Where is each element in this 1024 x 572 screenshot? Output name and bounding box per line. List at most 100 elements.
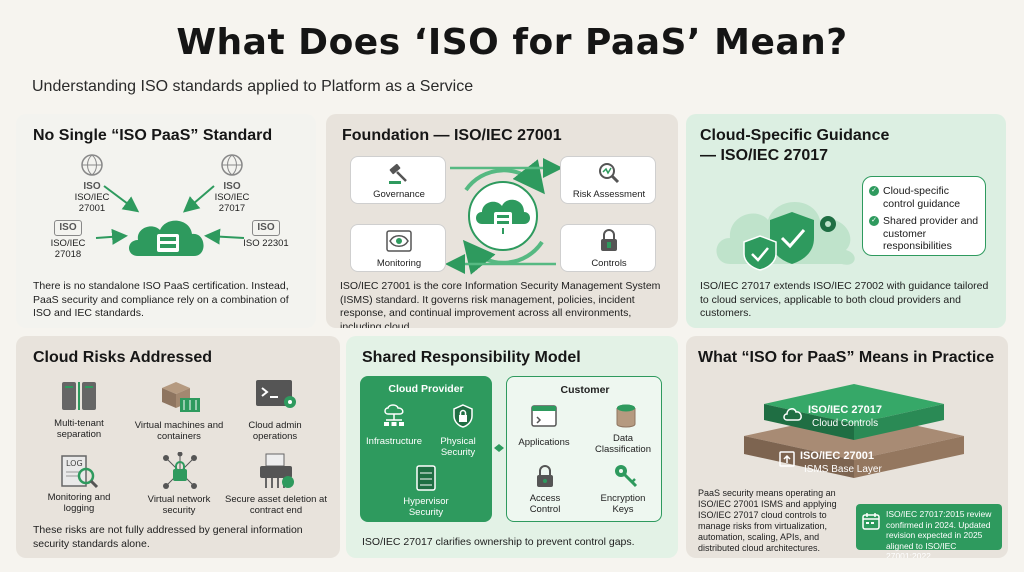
panel-heading: What “ISO for PaaS” Means in Practice <box>698 349 995 366</box>
provider-title: Cloud Provider <box>388 383 464 395</box>
risk-label: Secure asset deletion at contract end <box>225 494 327 516</box>
check-item: ✓ Cloud-specific control guidance <box>869 185 981 210</box>
infrastructure-icon <box>384 404 404 426</box>
app-window-icon <box>531 405 557 427</box>
bottom-layer-title: ISO/IEC 27001 <box>800 450 874 462</box>
revision-note: ISO/IEC 27017:2015 review confirmed in 2… <box>856 504 1002 558</box>
check-label: Cloud-specific control guidance <box>883 185 961 210</box>
cloud-gear-icon <box>783 408 802 421</box>
shield-lock-icon <box>453 404 473 428</box>
badge-label: ISO 22301 <box>243 238 289 249</box>
gavel-icon <box>389 163 407 184</box>
panel-description: These risks are not fully addressed by g… <box>33 524 303 550</box>
provider-item: Physical Security <box>440 436 476 458</box>
controls-label: Controls <box>591 258 627 269</box>
cloud-provider-box: Cloud Provider Infrastructure Physical S… <box>360 376 492 522</box>
iso-27001-badge: ISO ISO/IEC 27001 <box>66 154 118 214</box>
panel-description: ISO/IEC 27017 clarifies ownership to pre… <box>362 536 635 548</box>
layer-stack-graphic <box>744 384 964 478</box>
top-layer-title: ISO/IEC 27017 <box>808 404 882 416</box>
badge-iso-text: ISO <box>223 181 241 192</box>
risk-assessment-label: Risk Assessment <box>572 189 646 200</box>
panel-description: PaaS security means operating an ISO/IEC… <box>698 488 837 553</box>
iso-27017-badge: ISO ISO/IEC 27017 <box>206 154 258 214</box>
admin-terminal-icon <box>256 380 296 408</box>
iso-box-icon: ISO <box>54 220 82 236</box>
eye-icon <box>386 230 412 252</box>
check-item: ✓ Shared provider and customer responsib… <box>869 215 981 253</box>
document-upload-icon <box>779 451 795 467</box>
iso-22301-badge: ISO ISO 22301 <box>238 220 294 249</box>
iso-27018-badge: ISO ISO/IEC 27018 <box>42 220 94 260</box>
panel-heading: Foundation — ISO/IEC 27001 <box>342 127 562 144</box>
governance-label: Governance <box>373 189 425 200</box>
hypervisor-server-icon <box>416 465 436 491</box>
provider-item: Hypervisor Security <box>403 496 449 518</box>
continual-improvement-cycle <box>446 158 560 275</box>
badge-label: ISO/IEC 27017 <box>214 192 250 214</box>
network-lock-icon <box>163 452 197 489</box>
cloud-server-icon <box>129 220 204 256</box>
panel-foundation-27001: Foundation — ISO/IEC 27001 Governance Ri… <box>326 114 678 328</box>
calendar-icon <box>862 513 880 530</box>
iso-logo-icon <box>81 154 103 176</box>
padlock-icon <box>537 465 553 487</box>
check-label: Shared provider and customer responsibil… <box>883 215 979 252</box>
checklist-bubble: ✓ Cloud-specific control guidance ✓ Shar… <box>862 176 986 256</box>
panel-description: ISO/IEC 27017 extends ISO/IEC 27002 with… <box>700 280 989 319</box>
page-subtitle: Understanding ISO standards applied to P… <box>32 78 474 95</box>
magnifier-chart-icon <box>599 163 620 184</box>
badge-iso-text: ISO <box>257 222 275 233</box>
cloud-shield-icon <box>716 202 855 271</box>
iso-logo-icon <box>221 154 243 176</box>
monitoring-label: Monitoring <box>376 258 422 269</box>
panel-description: There is no standalone ISO PaaS certific… <box>33 280 289 319</box>
risk-label: Multi-tenant separation <box>54 418 104 440</box>
customer-title: Customer <box>560 384 610 396</box>
customer-item: Access Control <box>529 493 561 515</box>
bottom-layer-subtitle: ISMS Base Layer <box>804 464 882 475</box>
risk-label: Virtual network security <box>147 494 211 516</box>
customer-item: Applications <box>518 437 570 448</box>
panel-no-single-standard: No Single “ISO PaaS” Standard ISO ISO/IE… <box>16 114 316 328</box>
risk-label: Cloud admin operations <box>248 420 302 442</box>
iso-box-icon: ISO <box>252 220 280 236</box>
badge-label: ISO/IEC 27001 <box>74 192 110 214</box>
divider-arrows <box>494 444 504 452</box>
provider-item: Infrastructure <box>366 436 422 447</box>
panel-iso-paas-practice: What “ISO for PaaS” Means in Practice IS… <box>686 336 1008 558</box>
risk-label: Monitoring and logging <box>47 492 111 514</box>
check-icon: ✓ <box>869 186 879 196</box>
server-racks-icon <box>62 382 96 410</box>
customer-box: Customer Applications Data Classificatio… <box>506 376 662 522</box>
revision-note-text: ISO/IEC 27017:2015 review confirmed in 2… <box>886 509 992 558</box>
panel-heading-line2: — ISO/IEC 27017 <box>700 147 829 164</box>
panel-shared-responsibility: Shared Responsibility Model Cloud Provid… <box>346 336 678 558</box>
panel-heading: Cloud Risks Addressed <box>33 349 213 366</box>
shredder-icon <box>260 453 294 488</box>
page-title: What Does ‘ISO for PaaS’ Mean? <box>176 22 848 63</box>
governance-card: Governance <box>350 156 446 204</box>
customer-item: Encryption Keys <box>600 493 646 515</box>
panel-heading: No Single “ISO PaaS” Standard <box>33 127 273 144</box>
badge-iso-text: ISO <box>83 181 101 192</box>
badge-label: ISO/IEC 27018 <box>50 238 86 260</box>
key-icon <box>615 465 638 488</box>
panel-heading-line1: Cloud-Specific Guidance <box>700 127 890 144</box>
panel-cloud-risks: Cloud Risks Addressed Multi-tenant separ… <box>16 336 340 558</box>
customer-item: Data Classification <box>595 433 651 455</box>
badge-iso-text: ISO <box>59 222 77 233</box>
risk-assessment-card: Risk Assessment <box>560 156 656 204</box>
svg-text:LOG: LOG <box>66 459 83 468</box>
standards-converge-arrows <box>95 185 245 245</box>
containers-icon <box>162 382 200 412</box>
log-search-icon: LOG <box>61 455 99 489</box>
controls-card: Controls <box>560 224 656 272</box>
panel-cloud-guidance-27017: Cloud-Specific Guidance — ISO/IEC 27017 … <box>686 114 1006 328</box>
database-icon <box>616 404 636 428</box>
panel-heading: Shared Responsibility Model <box>362 349 581 366</box>
monitoring-card: Monitoring <box>350 224 446 272</box>
check-icon: ✓ <box>869 216 879 226</box>
panel-description: ISO/IEC 27001 is the core Information Se… <box>340 280 661 328</box>
risk-label: Virtual machines and containers <box>134 420 224 442</box>
